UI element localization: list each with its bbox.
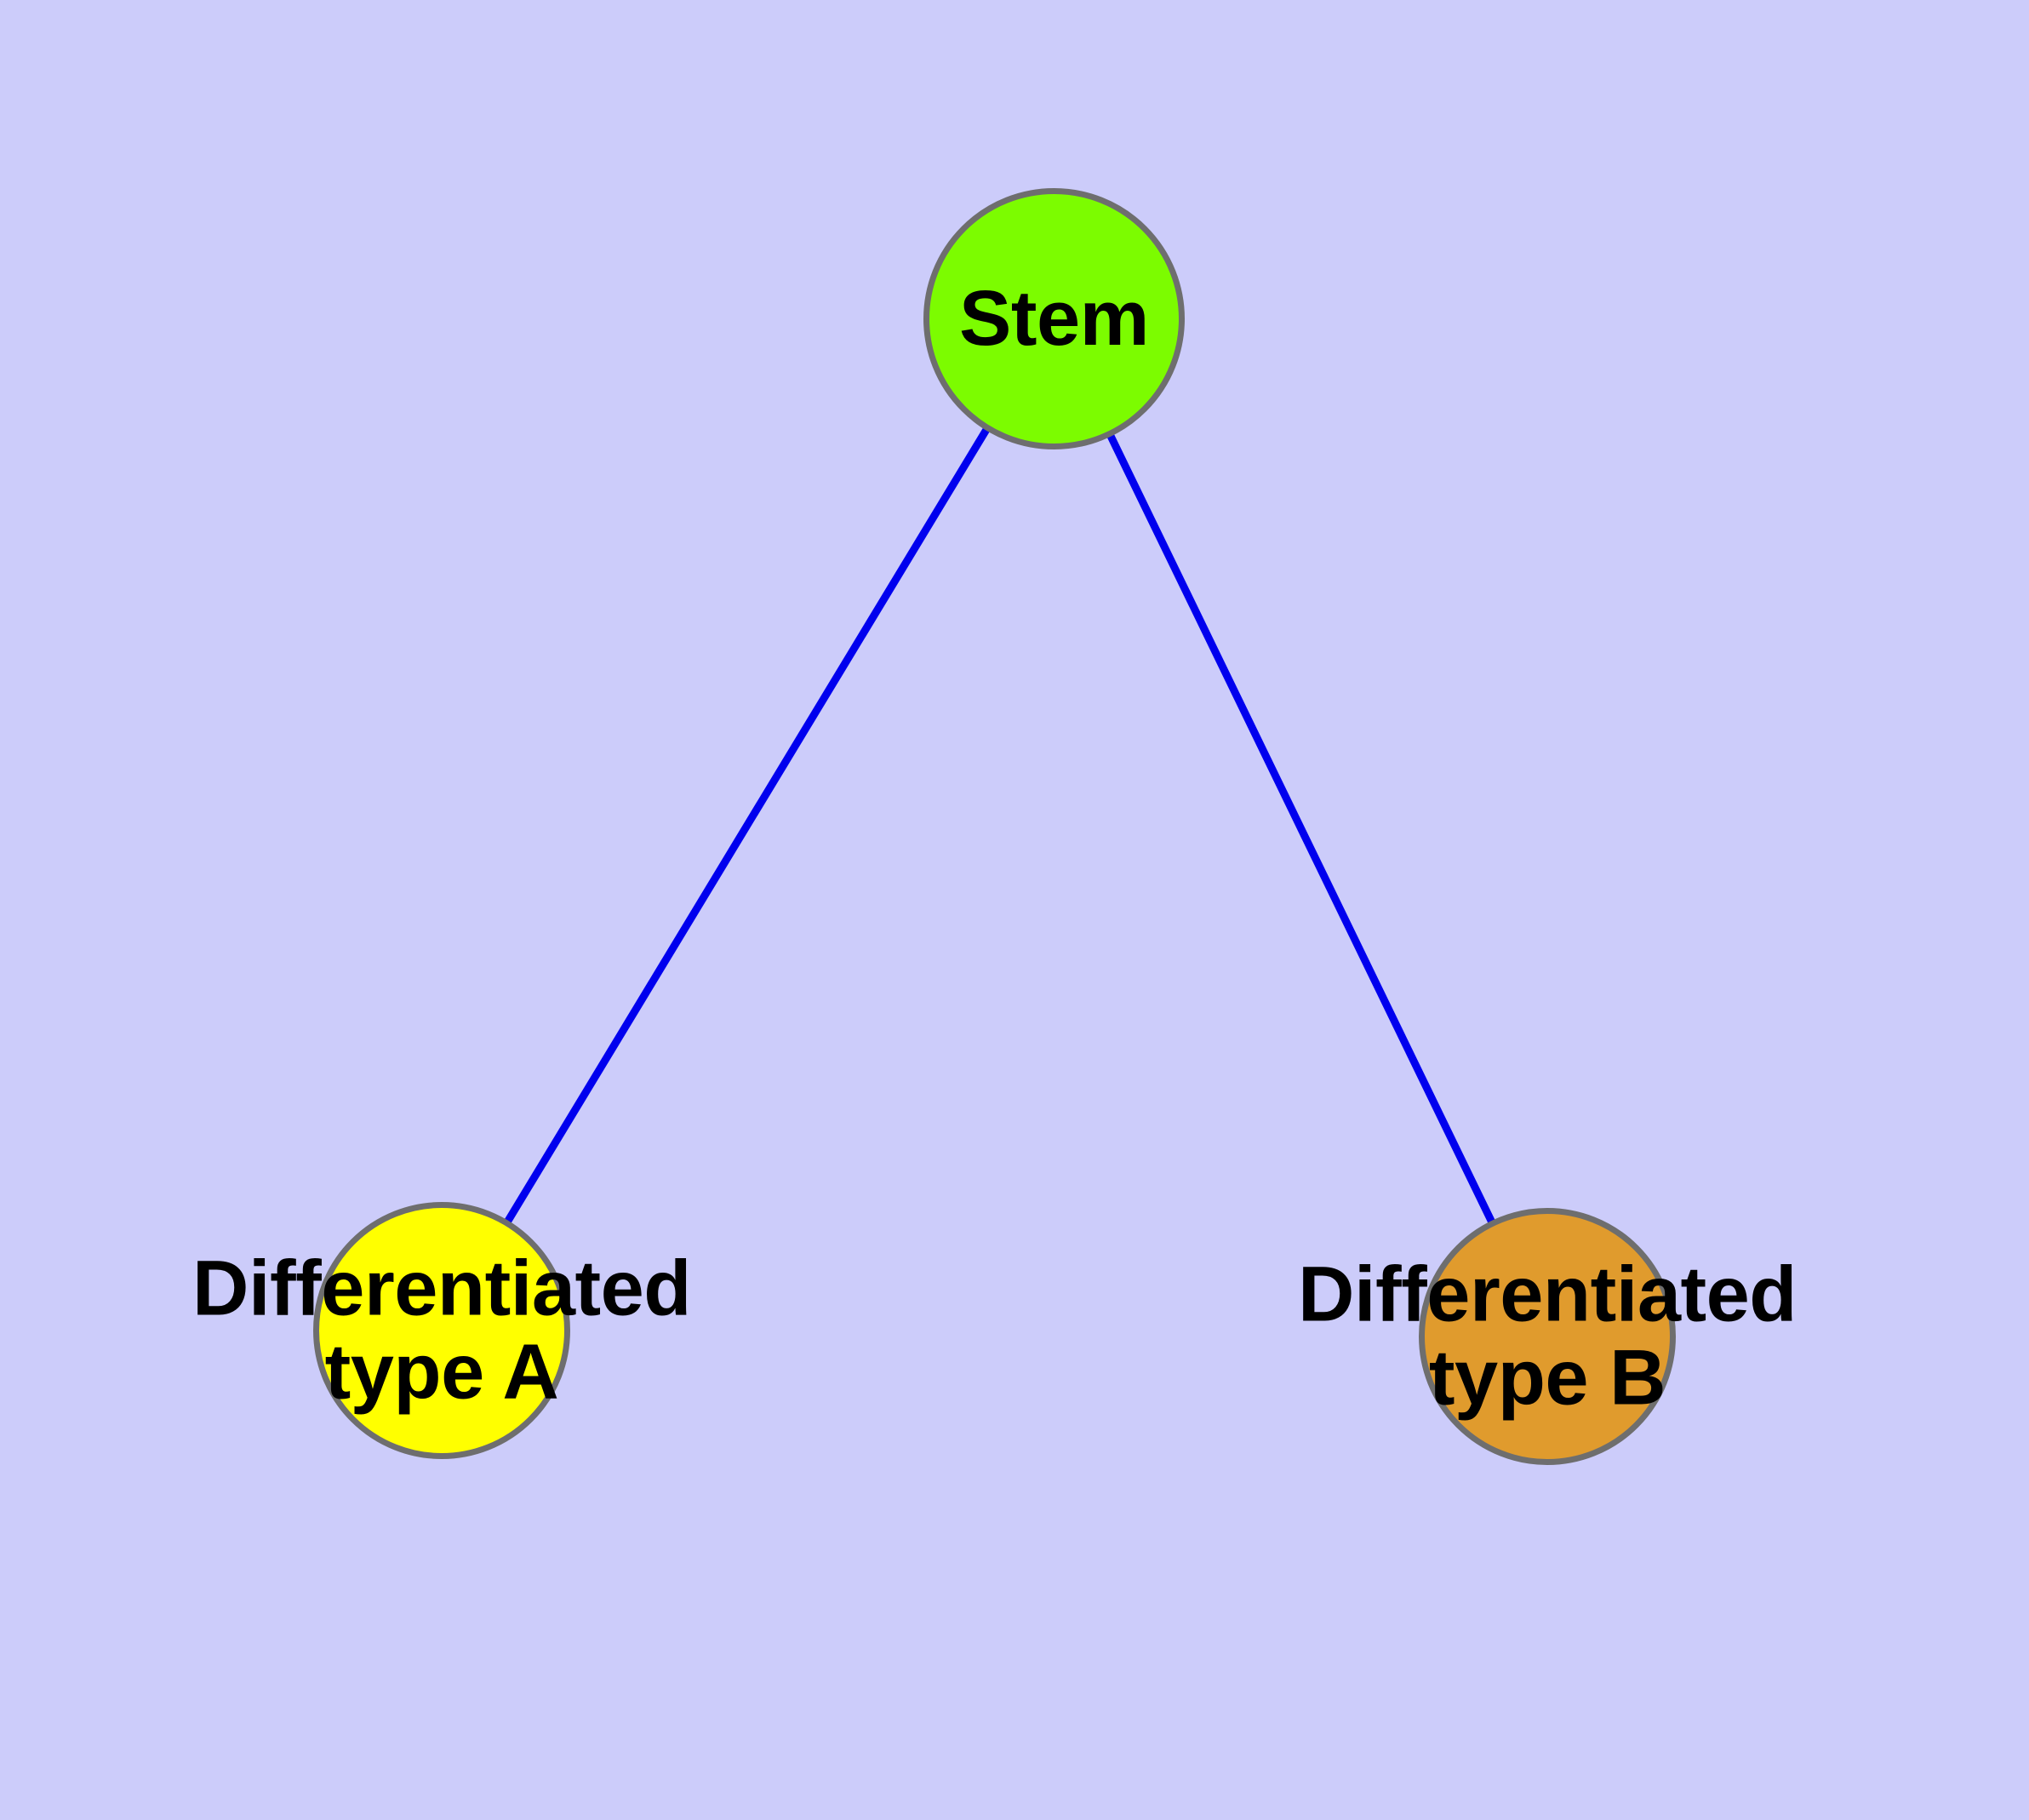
- node-stem-label: Stem: [959, 274, 1149, 362]
- label-line-1: Differentiated: [192, 1245, 691, 1332]
- label-line-2: type A: [324, 1328, 559, 1415]
- edge-stem-to-differentiated-type-b: [1049, 317, 1552, 1338]
- node-stem[interactable]: Stem: [923, 188, 1185, 449]
- label-line-2: type B: [1428, 1334, 1666, 1421]
- label-line-1: Differentiated: [1298, 1251, 1797, 1338]
- edge-stem-to-differentiated-type-a: [438, 316, 1057, 1333]
